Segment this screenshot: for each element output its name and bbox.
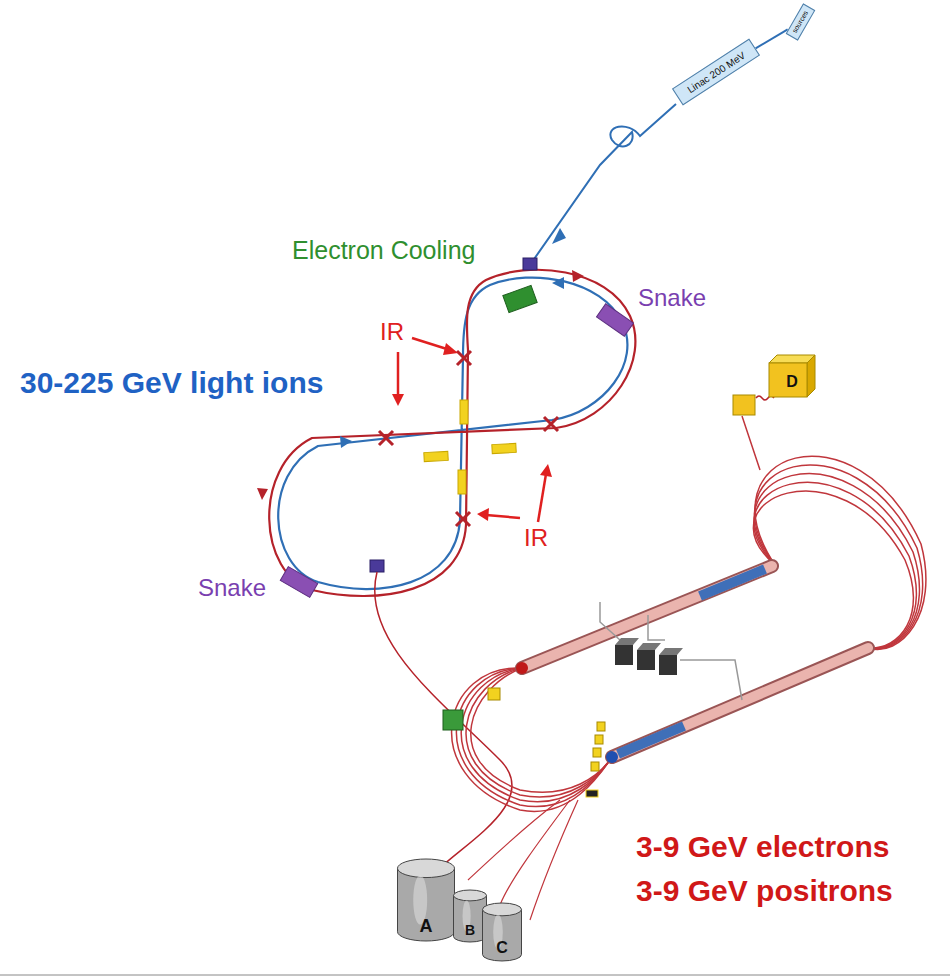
detector-cylinder: B <box>453 890 487 942</box>
ir-label: IR <box>380 318 404 346</box>
component-label: Snake <box>638 284 706 312</box>
detector-cylinder: A <box>397 859 455 941</box>
detector-cube: D <box>769 355 815 397</box>
injection-line <box>532 104 676 262</box>
ir-label: IR <box>524 524 548 552</box>
snake-magnet <box>596 304 633 337</box>
linac-section <box>618 726 684 754</box>
positron-source <box>606 751 618 763</box>
component-label: Snake <box>198 574 266 602</box>
node-text: Linac 200 MeV <box>685 49 747 95</box>
cryo-plants <box>615 638 683 675</box>
node-text: B <box>465 923 475 938</box>
node-text: A <box>420 917 433 937</box>
green-module <box>443 710 463 730</box>
electron-ring <box>269 270 635 596</box>
detector-cylinder: C <box>482 903 522 961</box>
arc-pass <box>461 668 612 802</box>
cryo-lines <box>600 602 742 700</box>
arc-pass <box>471 668 612 792</box>
linac-outline <box>612 648 868 757</box>
linac-section <box>700 569 765 596</box>
arc-pass <box>755 465 923 649</box>
component-label: Electron Cooling <box>292 236 475 265</box>
beam-label: 3-9 GeV positrons <box>636 874 893 908</box>
node-text: sources <box>791 9 810 34</box>
ring-arrow <box>340 436 352 448</box>
arc-pass <box>466 668 612 797</box>
ring-arrow <box>257 488 268 500</box>
linac-box: Linac 200 MeV <box>672 39 760 106</box>
frame-line <box>0 975 950 976</box>
beam-arrow <box>552 228 566 244</box>
node-text: D <box>786 373 798 391</box>
beam-label: 30-225 GeV light ions <box>20 366 323 400</box>
electron-source <box>516 662 528 674</box>
injection-kicker <box>523 258 537 270</box>
arc-pass <box>452 668 612 812</box>
magnets <box>424 400 516 494</box>
cooler-box <box>503 285 537 312</box>
yellow-modules <box>488 688 605 797</box>
beam-label: 3-9 GeV electrons <box>636 830 889 864</box>
node-text: C <box>496 939 508 957</box>
d-line <box>742 416 760 470</box>
ir-marks <box>379 351 558 526</box>
extraction-kicker <box>370 560 384 572</box>
ring-arrow <box>572 270 584 282</box>
ring-arrow <box>552 277 564 289</box>
recirculation-arcs <box>452 456 926 811</box>
snake-magnet <box>280 567 317 598</box>
ir-pointers <box>392 338 552 522</box>
beam-connector <box>756 29 788 48</box>
d-feed-box <box>733 395 755 415</box>
arc-pass <box>755 456 926 649</box>
linac <box>612 648 868 757</box>
transfer-line <box>375 572 512 868</box>
source-box: sources <box>785 3 815 40</box>
